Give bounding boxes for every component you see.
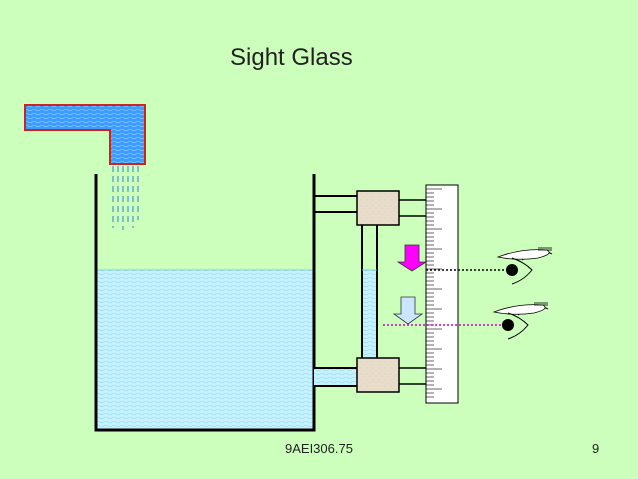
- eye-icon: [496, 247, 553, 285]
- sight-glass-tube: [361, 224, 378, 358]
- tank: [94, 174, 316, 432]
- scale-ticks: [426, 188, 442, 398]
- upper-valve: [356, 190, 400, 226]
- inflow-stream: [112, 166, 139, 230]
- measuring-scale: [425, 184, 459, 404]
- inlet-pipe: [24, 104, 146, 165]
- tank-water: [97, 270, 313, 429]
- page-number: 9: [592, 441, 600, 456]
- upper-connecting-pipe: [314, 195, 357, 213]
- lower-connecting-pipe: [314, 367, 357, 387]
- lower-valve: [356, 357, 400, 393]
- slide-title: Sight Glass: [230, 44, 353, 71]
- footer-code: 9AEI306.75: [285, 441, 353, 456]
- valve-scale-connectors: [399, 199, 426, 385]
- wrong-reading-arrow: [392, 296, 424, 325]
- correct-reading-arrow: [396, 244, 428, 272]
- eye-icon: [492, 302, 549, 340]
